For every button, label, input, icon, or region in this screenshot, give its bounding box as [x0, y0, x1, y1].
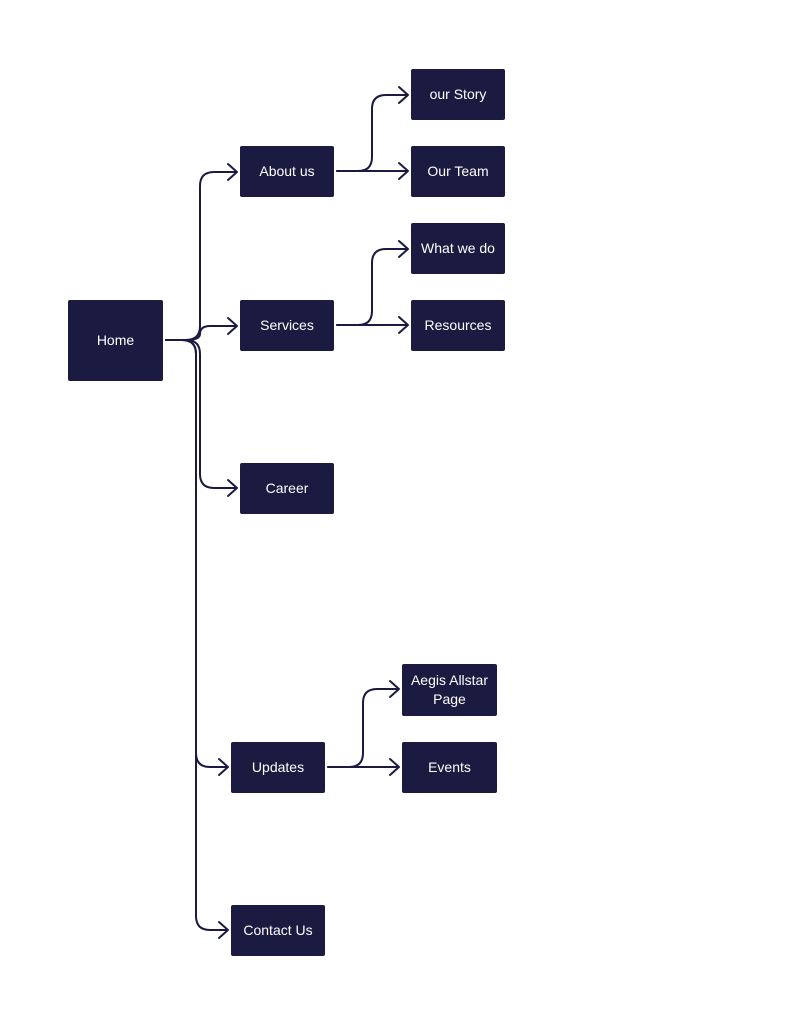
arrowhead-contact-us [218, 921, 229, 939]
node-services-label: Services [260, 317, 314, 333]
node-resources-label: Resources [424, 317, 492, 333]
arrowhead-updates [218, 758, 229, 776]
node-home[interactable]: Home [68, 300, 163, 381]
edge-updates-aegis [327, 688, 399, 768]
arrowhead-events [389, 758, 400, 776]
node-our-story-label: our Story [429, 86, 487, 102]
node-home-label: Home [96, 332, 135, 348]
arrowhead-services [227, 317, 238, 335]
node-about-us-label: About us [259, 163, 315, 179]
arrowhead-aegis [389, 680, 400, 698]
arrowhead-what-we-do [398, 240, 409, 258]
edge-home-services [165, 325, 237, 341]
node-services[interactable]: Services [240, 300, 334, 351]
node-contact-us[interactable]: Contact Us [231, 905, 325, 956]
edge-home-career [165, 339, 237, 489]
arrowhead-our-story [398, 86, 409, 104]
node-our-team[interactable]: Our Team [411, 146, 505, 197]
arrowhead-our-team [398, 162, 409, 180]
node-resources[interactable]: Resources [411, 300, 505, 351]
edge-home-contact-us [165, 339, 228, 931]
node-aegis-allstar-page[interactable]: Aegis Allstar Page [402, 664, 497, 716]
node-our-story[interactable]: our Story [411, 69, 505, 120]
edge-about-our-story [336, 94, 408, 172]
node-updates-label: Updates [251, 759, 305, 775]
node-what-we-do[interactable]: What we do [411, 223, 505, 274]
node-career-label: Career [265, 480, 309, 496]
arrowhead-resources [398, 316, 409, 334]
node-career[interactable]: Career [240, 463, 334, 514]
arrowhead-about-us [227, 163, 238, 181]
node-our-team-label: Our Team [427, 163, 489, 179]
node-contact-us-label: Contact Us [243, 922, 313, 938]
arrowhead-career [227, 479, 238, 497]
edge-home-about-us [165, 171, 237, 341]
node-about-us[interactable]: About us [240, 146, 334, 197]
node-events-label: Events [428, 759, 471, 775]
node-events[interactable]: Events [402, 742, 497, 793]
edge-services-what-we-do [336, 248, 408, 326]
node-updates[interactable]: Updates [231, 742, 325, 793]
node-aegis-allstar-page-label: Aegis Allstar Page [410, 672, 489, 707]
node-what-we-do-label: What we do [421, 240, 495, 256]
